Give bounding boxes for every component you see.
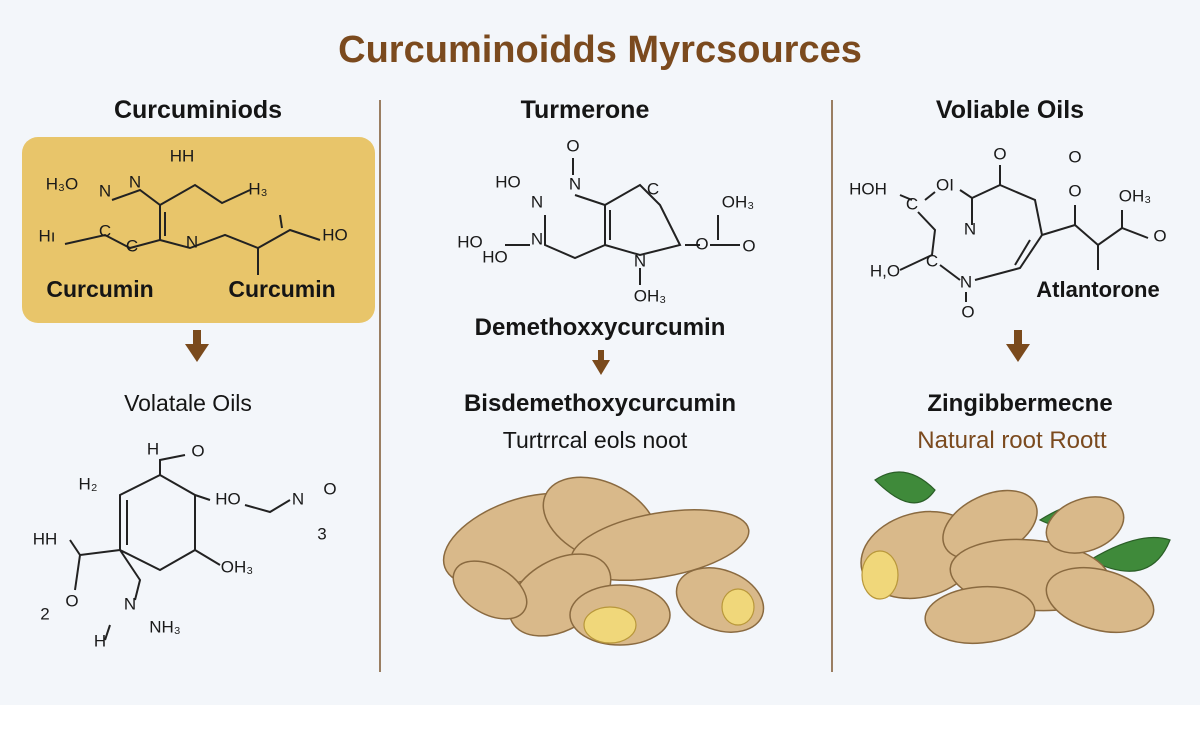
atom-label: N xyxy=(129,172,141,191)
bisdemethoxycurcumin-label: Bisdemethoxycurcumin xyxy=(464,390,736,417)
atom-label: HO xyxy=(322,225,348,244)
atom-label: HOH xyxy=(849,179,887,198)
atom-label: C xyxy=(926,251,938,270)
atom-label: O xyxy=(742,236,755,255)
atom-label: H₃ xyxy=(248,179,267,198)
atlantorone-structure xyxy=(899,165,1149,302)
atom-label: C xyxy=(906,194,918,213)
down-arrow-icon xyxy=(592,350,610,375)
curcumin-label: Curcumin xyxy=(46,276,153,302)
atlantorone-label: Atlantorone xyxy=(1036,277,1159,302)
volatile-oils-label: Volatale Oils xyxy=(124,390,252,416)
curcumin-structure xyxy=(64,183,321,275)
atom-label: N xyxy=(186,232,198,251)
atom-label: H xyxy=(94,631,106,650)
turmeric-root-caption: Turtrrcal eols noot xyxy=(503,427,688,453)
ginger-root-image xyxy=(860,471,1171,645)
column-header-turmerone: Turmerone xyxy=(521,96,650,124)
atom-label: N xyxy=(569,174,581,193)
column-header-curcuminoids: Curcuminiods xyxy=(114,96,282,124)
atom-label: C xyxy=(126,236,138,255)
atom-label: HO xyxy=(215,489,241,508)
atom-label: O xyxy=(1153,226,1166,245)
page-title: Curcuminoidds Myrcsources xyxy=(338,29,862,71)
atom-label: O xyxy=(566,136,579,155)
zingiberene-label: Zingibbermecne xyxy=(927,390,1112,417)
curcumin-label: Curcumin xyxy=(228,276,335,302)
turmerone-structure xyxy=(505,158,740,285)
turmeric-root-image xyxy=(442,476,765,646)
volatile-oil-structure xyxy=(69,454,291,641)
atom-label: HO xyxy=(457,232,483,251)
atom-label: O xyxy=(695,234,708,253)
atom-label: N xyxy=(964,219,976,238)
atom-label: O xyxy=(1068,147,1081,166)
atom-label: OH₃ xyxy=(1119,186,1151,205)
atom-label: O xyxy=(961,302,974,321)
atom-label: N xyxy=(531,192,543,211)
atom-label: O xyxy=(993,144,1006,163)
atom-label: OI xyxy=(936,175,954,194)
atom-label: OH₃ xyxy=(634,286,666,305)
atom-label: NH₃ xyxy=(149,617,180,636)
atom-label: C xyxy=(99,221,111,240)
atom-label: HO xyxy=(495,172,521,191)
demethoxycurcumin-label: Demethoxxycurcumin xyxy=(475,314,726,341)
atom-label: O xyxy=(65,591,78,610)
atom-label: N xyxy=(531,229,543,248)
atom-label: O xyxy=(191,441,204,460)
atom-label: Hı xyxy=(39,226,56,245)
atom-label: HH xyxy=(170,146,195,165)
atom-label: H₃O xyxy=(46,174,78,193)
atom-label: N xyxy=(124,594,136,613)
atom-label: 3 xyxy=(317,524,326,543)
atom-label: O xyxy=(323,479,336,498)
down-arrow-icon xyxy=(1006,330,1030,362)
atom-label: 2 xyxy=(40,604,49,623)
atom-label: H₂ xyxy=(79,474,98,493)
natural-root-caption: Natural root Roott xyxy=(917,427,1107,454)
atom-label: N xyxy=(99,181,111,200)
down-arrow-icon xyxy=(185,330,209,362)
atom-label: OH₃ xyxy=(221,557,253,576)
atom-label: O xyxy=(1068,181,1081,200)
atom-label: HH xyxy=(33,529,58,548)
atom-label: C xyxy=(647,179,659,198)
column-header-volatile-oils: Voliable Oils xyxy=(936,96,1084,124)
atom-label: HO xyxy=(482,247,508,266)
atom-label: OH₃ xyxy=(722,192,754,211)
atom-label: H xyxy=(147,439,159,458)
atom-label: N xyxy=(960,272,972,291)
curcumin-box xyxy=(22,137,375,323)
atom-label: H,O xyxy=(870,261,900,280)
atom-label: N xyxy=(634,251,646,270)
atom-label: N xyxy=(292,489,304,508)
